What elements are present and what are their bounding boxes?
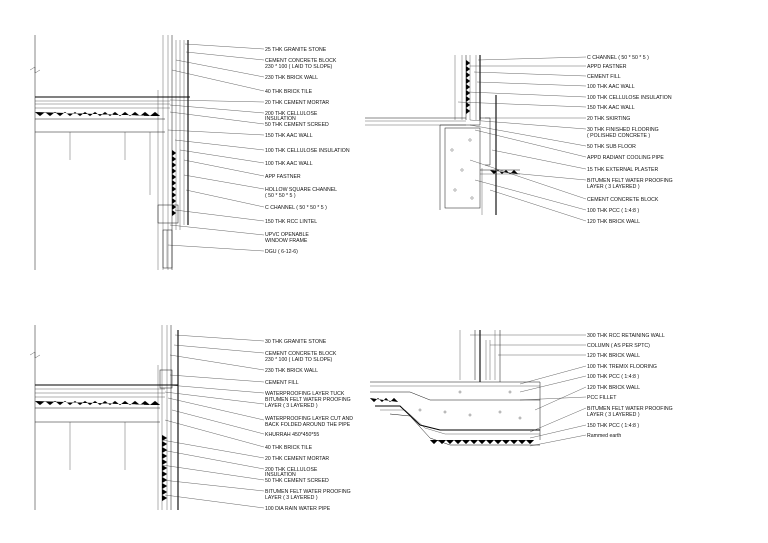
tl-label: C CHANNEL ( 50 * 50 * 5 ) [265,205,327,211]
bl-label: KHURRAH 450*450*55 [265,432,319,438]
bl-slab [29,325,178,510]
tr-label: C CHANNEL ( 50 * 50 * 5 ) [587,55,649,61]
br-label: PCC FILLET [587,395,617,401]
tr-label: LAYER ( 3 LAYERED ) [587,184,640,190]
detail-bottom-left: 30 THK GRANITE STONE CEMENT CONCRETE BLO… [29,325,353,512]
tr-label: 50 THK SUB FLOOR [587,144,636,150]
tl-label: 230 * 100 ( LAID TO SLOPE) [265,64,333,70]
bl-label: 50 THK CEMENT SCREED [265,478,329,484]
tl-label: 50 THK CEMENT SCREED [265,122,329,128]
br-label: Rammed earth [587,433,621,439]
tr-label: 30 THK FINISHED FLOORING [587,127,659,133]
bl-label: LAYER ( 3 LAYERED ) [265,403,318,409]
tl-label: ( 50 * 50 * 5 ) [265,193,296,199]
bl-label: BITUMEN FELT WATER PROOFING [265,397,351,403]
bl-label: 200 THK CELLULOSE [265,467,318,473]
bl-label: 230 THK BRICK WALL [265,368,318,374]
tl-leaders [167,43,265,252]
tl-label: WINDOW FRAME [265,238,308,244]
bl-label: CEMENT FILL [265,380,299,386]
tr-label: 100 THK CELLULOSE INSULATION [587,95,672,101]
tl-label: CEMENT CONCRETE BLOCK [265,58,337,64]
br-label: 120 THK BRICK WALL [587,353,640,359]
br-wall [459,330,501,382]
tr-label: 100 THK AAC WALL [587,84,635,90]
detail-top-right: C CHANNEL ( 50 * 50 * 5 ) APPD FASTNER C… [365,55,673,225]
tr-floor [365,117,520,215]
bl-label: 20 THK CEMENT MORTAR [265,456,329,462]
br-leaders [470,334,587,447]
tl-label: APP FASTNER [265,174,301,180]
tr-label: CEMENT FILL [587,74,621,80]
bl-label: 30 THK GRANITE STONE [265,339,327,345]
br-floor [369,381,541,446]
bl-label: WATERPROOFING LAYER CUT AND [265,416,353,422]
bl-label: CEMENT CONCRETE BLOCK [265,351,337,357]
bl-label: LAYER ( 3 LAYERED ) [265,495,318,501]
bl-label: BITUMEN FELT WATER PROOFING [265,489,351,495]
tr-label: 120 THK BRICK WALL [587,219,640,225]
tl-wall [157,35,189,270]
bl-label: 230 * 100 ( LAID TO SLOPE) [265,357,333,363]
detail-bottom-right: 300 THK RCC RETAINING WALL COLUMN ( AS P… [369,330,673,447]
bl-wall [157,325,179,510]
tl-label: 25 THK GRANITE STONE [265,47,327,53]
br-label: 300 THK RCC RETAINING WALL [587,333,665,339]
tl-label: 200 THK CELLULOSE [265,111,318,117]
tl-slab [29,35,190,270]
tl-label: 100 THK CELLULOSE INSULATION [265,148,350,154]
tr-label: 150 THK AAC WALL [587,105,635,111]
tl-label: HOLLOW SQUARE CHANNEL [265,187,337,193]
bl-label: WATERPROOFING LAYER TUCK [265,391,345,397]
tr-label: 100 THK PCC ( 1:4:8 ) [587,208,639,214]
bl-leaders [161,334,265,509]
tl-label: 20 THK CEMENT MORTAR [265,100,329,106]
tl-label: DGU ( 6-12-6) [265,249,298,255]
br-label: BITUMEN FELT WATER PROOFING [587,406,673,412]
br-label: COLUMN ( AS PER SPTC) [587,343,650,349]
tr-label: CEMENT CONCRETE BLOCK [587,197,659,203]
br-label: 100 THK TREMIX FLOORING [587,364,657,370]
tl-label: 150 THK AAC WALL [265,133,313,139]
br-label: 150 THK PCC ( 1:4:8 ) [587,423,639,429]
br-labels: 300 THK RCC RETAINING WALL COLUMN ( AS P… [587,333,673,439]
bl-label: 100 DIA RAIN WATER PIPE [265,506,331,512]
tr-label: 15 THK EXTERNAL PLASTER [587,167,658,173]
tr-label: APPD FASTNER [587,64,627,70]
tl-label: 100 THK AAC WALL [265,161,313,167]
bl-label: BACK FOLDED AROUND THE PIPE [265,422,351,428]
tl-label: INSULATION [265,116,296,122]
br-label: 120 THK BRICK WALL [587,385,640,391]
tr-leaders [457,56,587,222]
tl-label: 40 THK BRICK TILE [265,89,313,95]
tl-labels: 25 THK GRANITE STONE CEMENT CONCRETE BLO… [265,47,350,255]
tr-labels: C CHANNEL ( 50 * 50 * 5 ) APPD FASTNER C… [587,55,673,225]
tr-label: 20 THK SKIRTING [587,116,630,122]
tl-label: 150 THK RCC LINTEL [265,219,317,225]
tr-label: APPD RADIANT COOLING PIPE [587,155,664,161]
tl-label: UPVC OPENABLE [265,232,309,238]
detail-top-left: 25 THK GRANITE STONE CEMENT CONCRETE BLO… [29,35,350,270]
bl-label: 40 THK BRICK TILE [265,445,313,451]
bl-labels: 30 THK GRANITE STONE CEMENT CONCRETE BLO… [265,339,353,512]
bl-label: INSULATION [265,472,296,478]
tl-label: 230 THK BRICK WALL [265,75,318,81]
br-label: LAYER ( 3 LAYERED ) [587,412,640,418]
br-label: 100 THK PCC ( 1:4:8 ) [587,374,639,380]
tr-label: ( POLISHED CONCRETE ) [587,133,650,139]
tr-label: BITUMEN FELT WATER PROOFING [587,178,673,184]
